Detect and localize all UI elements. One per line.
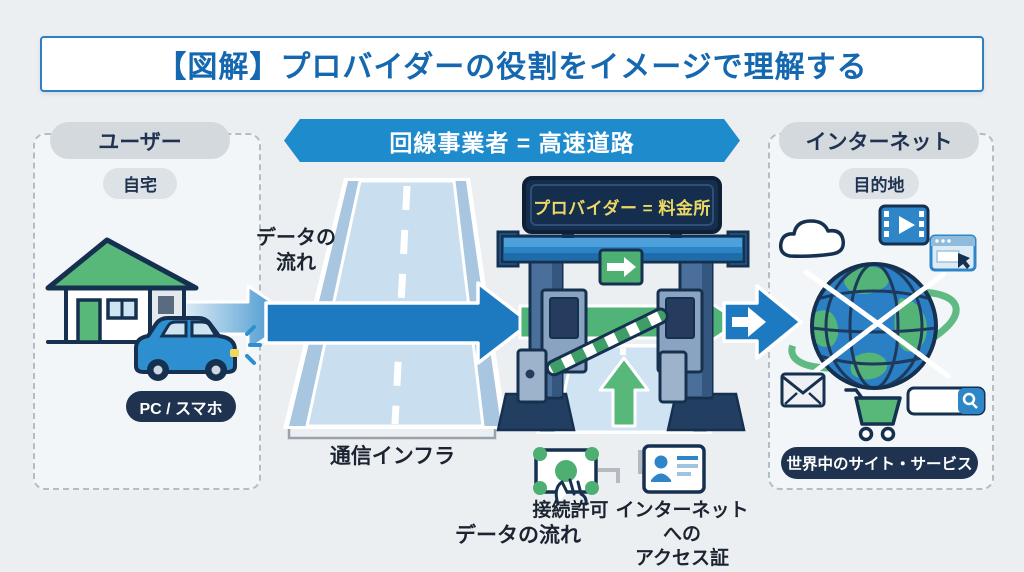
up-arrow-icon <box>598 356 650 428</box>
provider-sign-label: プロバイダー = 料金所 <box>533 198 711 218</box>
infra-bracket <box>287 429 497 440</box>
id-card-icon <box>642 444 706 494</box>
toll-lane-road <box>536 344 712 434</box>
infrastructure-label: 通信インフラ <box>329 445 456 468</box>
device-label: PC / スマホ <box>126 391 236 422</box>
destination-label: 目的地 <box>839 168 919 199</box>
title-banner: 【図解】プロバイダーの役割をイメージで理解する <box>40 36 984 92</box>
page-title: 【図解】プロバイダーの役割をイメージで理解する <box>156 51 868 84</box>
data-arrow-highway <box>264 281 532 365</box>
lane-open-arrow-icon <box>598 248 644 286</box>
internet-section-header: インターネット <box>779 122 979 159</box>
data-flow-label-left: データの 流れ <box>256 227 336 274</box>
carrier-banner: 回線事業者 = 高速道路 <box>284 119 740 162</box>
lane-marks <box>598 450 655 483</box>
barrier-arm-icon <box>545 307 669 377</box>
money-icon <box>533 447 599 506</box>
data-arrow-toll <box>518 294 742 350</box>
user-section-header: ユーザー <box>50 122 230 159</box>
permission-label: 接続許可 <box>532 500 609 521</box>
access-cert-label: インターネットへの アクセス証 <box>615 500 749 569</box>
data-flow-label-bottom: データの流れ <box>455 524 581 547</box>
highway-road-graphic <box>283 178 507 429</box>
home-label: 自宅 <box>103 168 177 199</box>
services-label: 世界中のサイト・サービス <box>781 447 978 479</box>
carrier-banner-label: 回線事業者 = 高速道路 <box>389 129 635 156</box>
